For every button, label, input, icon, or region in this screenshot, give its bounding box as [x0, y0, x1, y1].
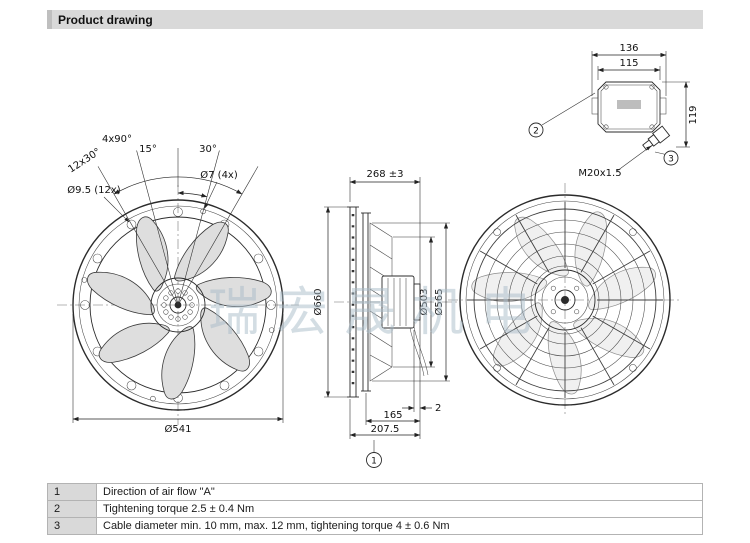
rear-view	[448, 183, 682, 417]
header-accent	[47, 10, 52, 29]
callout-1: 1	[371, 457, 377, 467]
dim-label-115: 115	[619, 58, 638, 69]
callout-3-circle	[663, 150, 679, 166]
table-row: 1 Direction of air flow "A"	[47, 483, 703, 501]
notes-table: 1 Direction of air flow "A" 2 Tightening…	[47, 483, 703, 535]
rear-hub	[534, 269, 596, 331]
dim-label-136: 136	[619, 43, 638, 54]
note-text: Direction of air flow "A"	[96, 483, 703, 501]
dim-label-d9-5: Ø9.5 (12x)	[67, 184, 120, 196]
dim-label-d660: Ø660	[312, 289, 324, 316]
table-row: 3 Cable diameter min. 10 mm, max. 12 mm,…	[47, 517, 703, 535]
dim-label-d7: Ø7 (4x)	[200, 169, 238, 181]
technical-drawing: 4x90° 15° 30° 12x30° Ø9.5 (12x) Ø7 (4x) …	[57, 43, 699, 468]
dim-label-15deg: 15°	[139, 144, 157, 155]
dim-label-2: 2	[435, 403, 441, 414]
section-title: Product drawing	[58, 12, 153, 27]
section-header: Product drawing	[47, 10, 703, 29]
drawing-area: 4x90° 15° 30° 12x30° Ø9.5 (12x) Ø7 (4x) …	[0, 30, 750, 480]
note-number: 2	[47, 500, 97, 518]
note-number: 1	[47, 483, 97, 501]
motor	[381, 275, 429, 377]
dim-label-d503: Ø503	[418, 289, 430, 316]
front-view: 4x90° 15° 30° 12x30° Ø9.5 (12x) Ø7 (4x) …	[57, 134, 299, 435]
note-text: Tightening torque 2.5 ± 0.4 Nm	[96, 500, 703, 518]
note-number: 3	[47, 517, 97, 535]
callout-3: 3	[668, 155, 674, 165]
note-text: Cable diameter min. 10 mm, max. 12 mm, t…	[96, 517, 703, 535]
dim-label-207-5: 207.5	[371, 424, 400, 435]
table-row: 2 Tightening torque 2.5 ± 0.4 Nm	[47, 500, 703, 518]
callout-1-circle	[366, 452, 382, 468]
dim-label-268: 268 ±3	[366, 169, 403, 180]
dim-label-4x90: 4x90°	[102, 134, 132, 145]
mounting-holes-4x	[81, 208, 275, 402]
fan-blades	[87, 216, 272, 400]
dim-label-119: 119	[688, 105, 699, 124]
dim-label-12x30: 12x30°	[66, 146, 102, 175]
terminal-box-detail: 136 115 119 M20x1.5 2 3	[528, 43, 699, 179]
guard-grille	[459, 194, 671, 406]
mounting-holes-12x	[80, 207, 276, 403]
callout-2-circle	[528, 122, 544, 138]
cable-gland	[642, 125, 671, 151]
terminal-box-logo	[617, 100, 641, 109]
dim-label-30deg: 30°	[199, 144, 217, 155]
dim-label-165: 165	[383, 410, 402, 421]
dim-label-d541: Ø541	[165, 423, 192, 435]
dim-label-m20: M20x1.5	[578, 168, 621, 179]
side-view: 268 ±3 Ø660 Ø503 Ø565 2 165 207.5 1	[312, 169, 457, 468]
dim-label-d565: Ø565	[433, 289, 445, 316]
cable	[409, 327, 425, 377]
callout-2: 2	[533, 127, 539, 137]
